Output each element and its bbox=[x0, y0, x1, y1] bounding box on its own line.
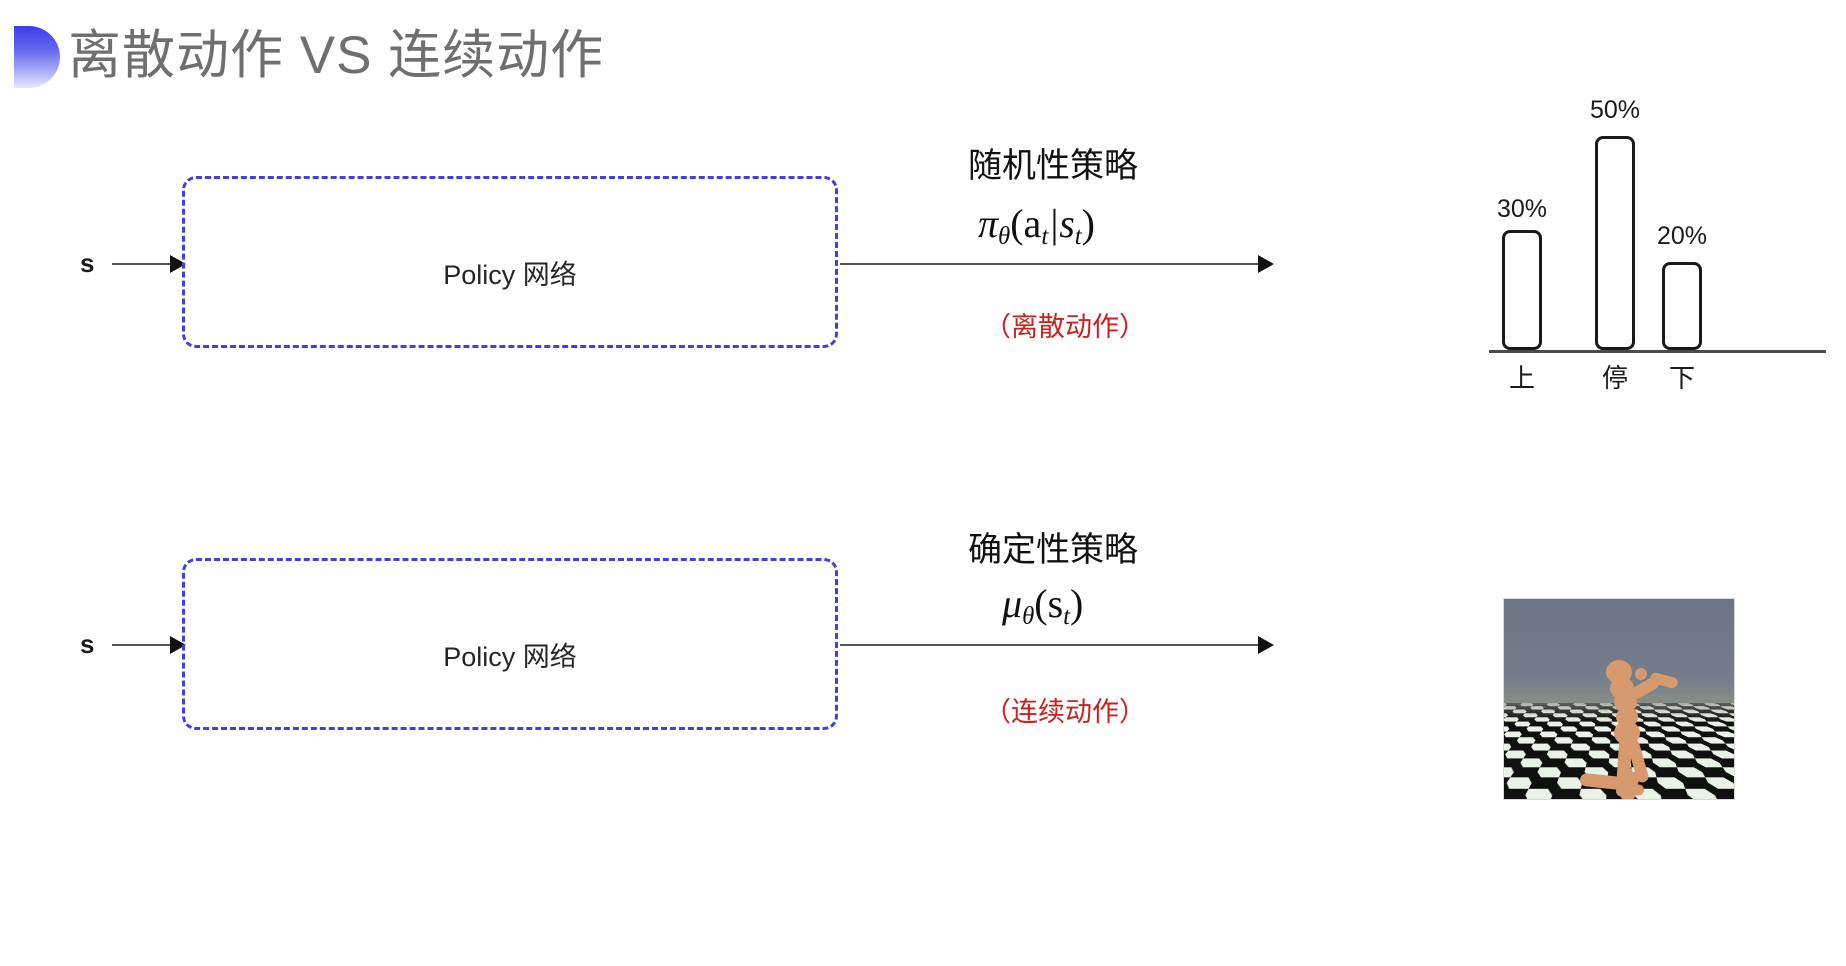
humanoid-figure bbox=[1504, 599, 1734, 799]
formula-t-sub-1: t bbox=[1041, 222, 1049, 250]
humanoid-hand bbox=[1635, 668, 1647, 680]
formula-theta-sub-2: θ bbox=[1022, 602, 1035, 630]
state-input-label-continuous: s bbox=[80, 629, 95, 659]
action-probability-bar-chart: 30% 上 50% 停 20% 下 bbox=[1480, 96, 1840, 396]
input-arrow-line-continuous bbox=[112, 644, 184, 646]
humanoid-simulation-image bbox=[1503, 598, 1735, 800]
discrete-action-note: （离散动作） bbox=[984, 312, 1146, 342]
bar-2 bbox=[1662, 262, 1702, 350]
slide-bottom-edge bbox=[0, 960, 1846, 966]
humanoid-foot-front bbox=[1615, 784, 1645, 797]
stochastic-policy-title: 随机性策略 bbox=[968, 147, 1138, 185]
bar-category-0: 上 bbox=[1508, 363, 1535, 393]
policy-network-box-continuous[interactable]: Policy 网络 bbox=[182, 558, 838, 730]
output-arrow-line-discrete bbox=[840, 263, 1264, 265]
formula-close-paren-2: ) bbox=[1070, 581, 1084, 626]
deterministic-policy-title: 确定性策略 bbox=[968, 531, 1138, 569]
output-arrow-line-continuous bbox=[840, 644, 1264, 646]
bar-value-1: 50% bbox=[1589, 96, 1641, 124]
formula-open-paren: (a bbox=[1010, 201, 1042, 246]
deterministic-policy-formula: μθ(st) bbox=[1002, 580, 1083, 631]
policy-network-label-discrete: Policy 网络 bbox=[443, 260, 577, 290]
stochastic-policy-formula: πθ(at|st) bbox=[978, 200, 1095, 251]
output-arrow-head-continuous bbox=[1258, 636, 1274, 654]
formula-mu: μ bbox=[1002, 581, 1023, 626]
bar-0 bbox=[1502, 230, 1542, 350]
state-input-label-discrete: s bbox=[80, 248, 95, 278]
page-title: 离散动作 VS 连续动作 bbox=[68, 26, 605, 85]
bar-value-0: 30% bbox=[1496, 195, 1548, 223]
bar-category-2: 下 bbox=[1668, 363, 1695, 393]
formula-theta-sub: θ bbox=[998, 222, 1011, 250]
formula-t-sub-2: t bbox=[1074, 222, 1082, 250]
policy-network-label-continuous: Policy 网络 bbox=[443, 642, 577, 672]
formula-open-paren-2: (s bbox=[1034, 581, 1064, 626]
output-arrow-head-discrete bbox=[1258, 255, 1274, 273]
formula-t-sub-3: t bbox=[1063, 602, 1071, 630]
continuous-action-note: （连续动作） bbox=[984, 697, 1146, 727]
half-circle-bullet-icon bbox=[14, 26, 60, 88]
formula-pi: π bbox=[978, 201, 999, 246]
bar-category-1: 停 bbox=[1601, 363, 1628, 393]
bar-value-2: 20% bbox=[1656, 222, 1708, 250]
input-arrow-line-discrete bbox=[112, 263, 184, 265]
formula-given-s: |s bbox=[1048, 201, 1075, 246]
bar-chart-baseline-axis bbox=[1489, 350, 1826, 353]
bar-1 bbox=[1595, 136, 1635, 350]
formula-close-paren: ) bbox=[1081, 201, 1095, 246]
policy-network-box-discrete[interactable]: Policy 网络 bbox=[182, 176, 838, 348]
